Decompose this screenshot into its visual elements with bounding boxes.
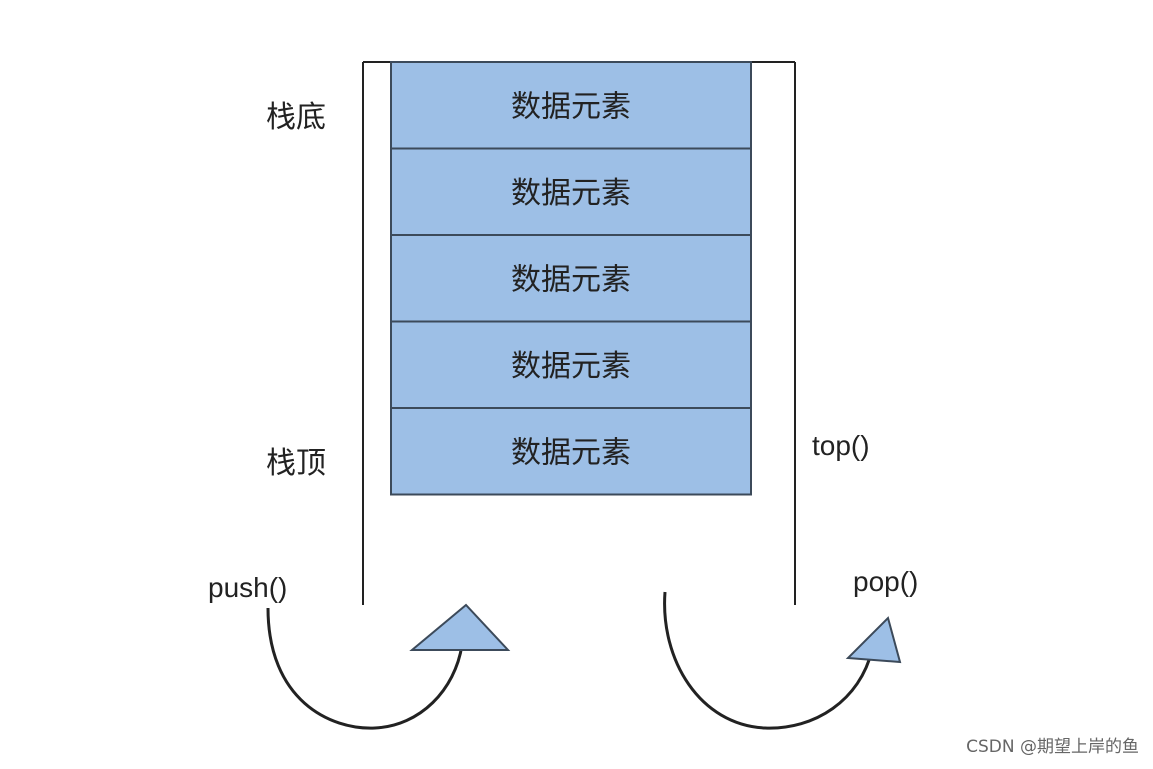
stack-cell-label: 数据元素 (511, 176, 631, 211)
stack-cell (390, 407, 752, 496)
stack-cell (390, 61, 752, 150)
top-label: top() (812, 430, 870, 461)
push-arrow (266, 603, 511, 730)
stack-cell (390, 234, 752, 323)
stack-cell (390, 147, 752, 236)
push-arrow-head (409, 603, 511, 651)
stack-cell-label: 数据元素 (511, 262, 631, 297)
pop-label: pop() (853, 566, 919, 597)
pop-arrow (663, 591, 902, 730)
push-arrow-curve (266, 607, 464, 730)
stack-bottom-label: 栈底 (266, 100, 326, 135)
stack-cell-label: 数据元素 (511, 89, 631, 124)
stack-cell-label: 数据元素 (511, 349, 631, 384)
watermark: CSDN @期望上岸的鱼 (966, 737, 1139, 757)
pop-arrow-curve (663, 591, 874, 730)
stack-cell-label: 数据元素 (511, 435, 631, 470)
stack-top-label: 栈顶 (266, 446, 326, 481)
push-label: push() (208, 572, 288, 603)
pop-arrow-head (845, 616, 902, 664)
